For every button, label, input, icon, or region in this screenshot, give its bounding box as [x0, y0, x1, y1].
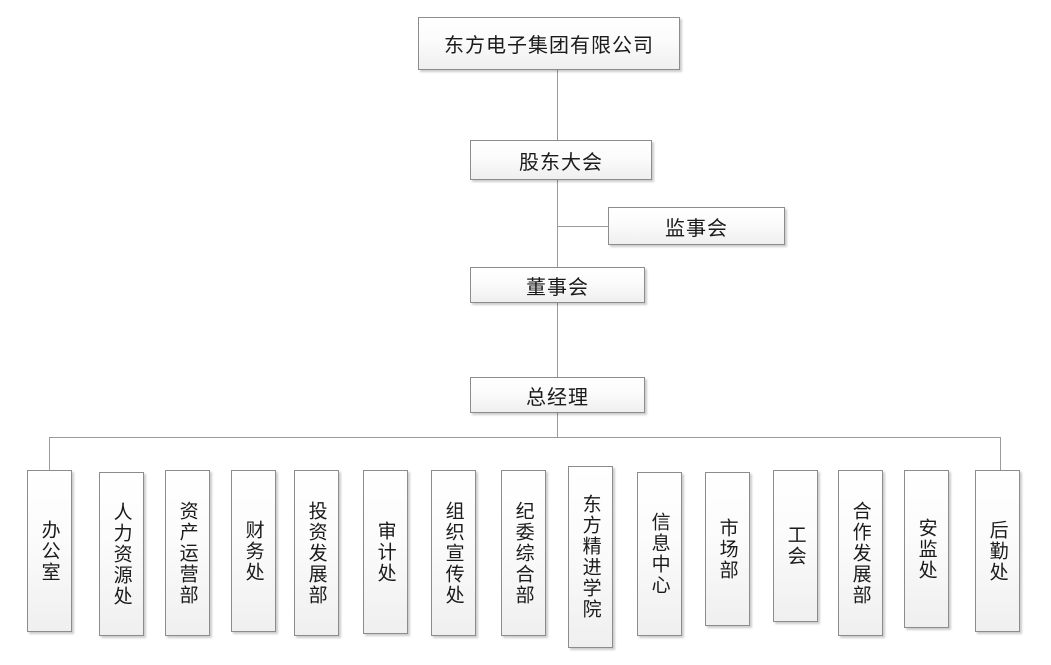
node-department-marketing[interactable]: 市场部 — [705, 472, 750, 626]
connector-bus-to-first-department — [49, 437, 50, 470]
node-label: 股东大会 — [519, 149, 603, 174]
node-department-audit[interactable]: 审计处 — [363, 470, 408, 634]
connector-shareholders-to-board — [557, 180, 558, 267]
node-label: 董事会 — [526, 274, 589, 299]
node-label: 人力资源处 — [110, 501, 133, 607]
department-bus-line — [49, 437, 1001, 438]
node-department-labor-union[interactable]: 工会 — [773, 470, 818, 622]
connector-board-to-gm — [557, 303, 558, 377]
connector-bus-to-last-department — [1000, 437, 1001, 470]
node-department-information-center[interactable]: 信息中心 — [637, 472, 682, 636]
node-label: 投资发展部 — [305, 500, 328, 606]
node-department-discipline-inspection[interactable]: 纪委综合部 — [501, 470, 546, 636]
connector-root-to-shareholders — [557, 70, 558, 140]
node-label: 东方电子集团有限公司 — [444, 33, 654, 57]
connector-gm-to-bus — [557, 413, 558, 437]
node-label: 安监处 — [915, 517, 938, 581]
node-board-of-directors[interactable]: 董事会 — [470, 267, 645, 303]
node-label: 市场部 — [716, 517, 739, 581]
node-board-of-supervisors[interactable]: 监事会 — [608, 207, 785, 245]
node-label: 合作发展部 — [849, 500, 872, 606]
node-label: 东方精进学院 — [579, 494, 602, 620]
node-department-investment-development[interactable]: 投资发展部 — [294, 470, 339, 636]
node-department-organization-publicity[interactable]: 组织宣传处 — [431, 470, 476, 636]
node-department-office[interactable]: 办公室 — [27, 470, 72, 632]
node-label: 审计处 — [374, 520, 397, 584]
node-department-dongfang-academy[interactable]: 东方精进学院 — [568, 466, 613, 648]
node-general-manager[interactable]: 总经理 — [470, 377, 645, 413]
node-shareholders-meeting[interactable]: 股东大会 — [470, 140, 652, 180]
node-label: 后勤处 — [986, 519, 1009, 583]
node-department-safety-supervision[interactable]: 安监处 — [904, 470, 949, 628]
node-department-cooperative-development[interactable]: 合作发展部 — [838, 470, 883, 636]
node-label: 办公室 — [38, 519, 61, 583]
node-label: 纪委综合部 — [512, 500, 535, 606]
node-label: 工会 — [784, 525, 807, 567]
node-department-finance[interactable]: 财务处 — [231, 470, 276, 632]
node-label: 组织宣传处 — [442, 500, 465, 606]
node-company-root[interactable]: 东方电子集团有限公司 — [418, 17, 680, 70]
connector-trunk-to-supervisors — [557, 226, 608, 227]
node-label: 财务处 — [242, 519, 265, 583]
node-label: 监事会 — [665, 215, 728, 240]
node-department-asset-operations[interactable]: 资产运营部 — [165, 470, 210, 636]
node-department-logistics[interactable]: 后勤处 — [975, 470, 1020, 632]
node-label: 总经理 — [526, 384, 589, 409]
node-label: 信息中心 — [648, 512, 671, 596]
node-label: 资产运营部 — [176, 500, 199, 606]
node-department-human-resources[interactable]: 人力资源处 — [99, 472, 144, 636]
